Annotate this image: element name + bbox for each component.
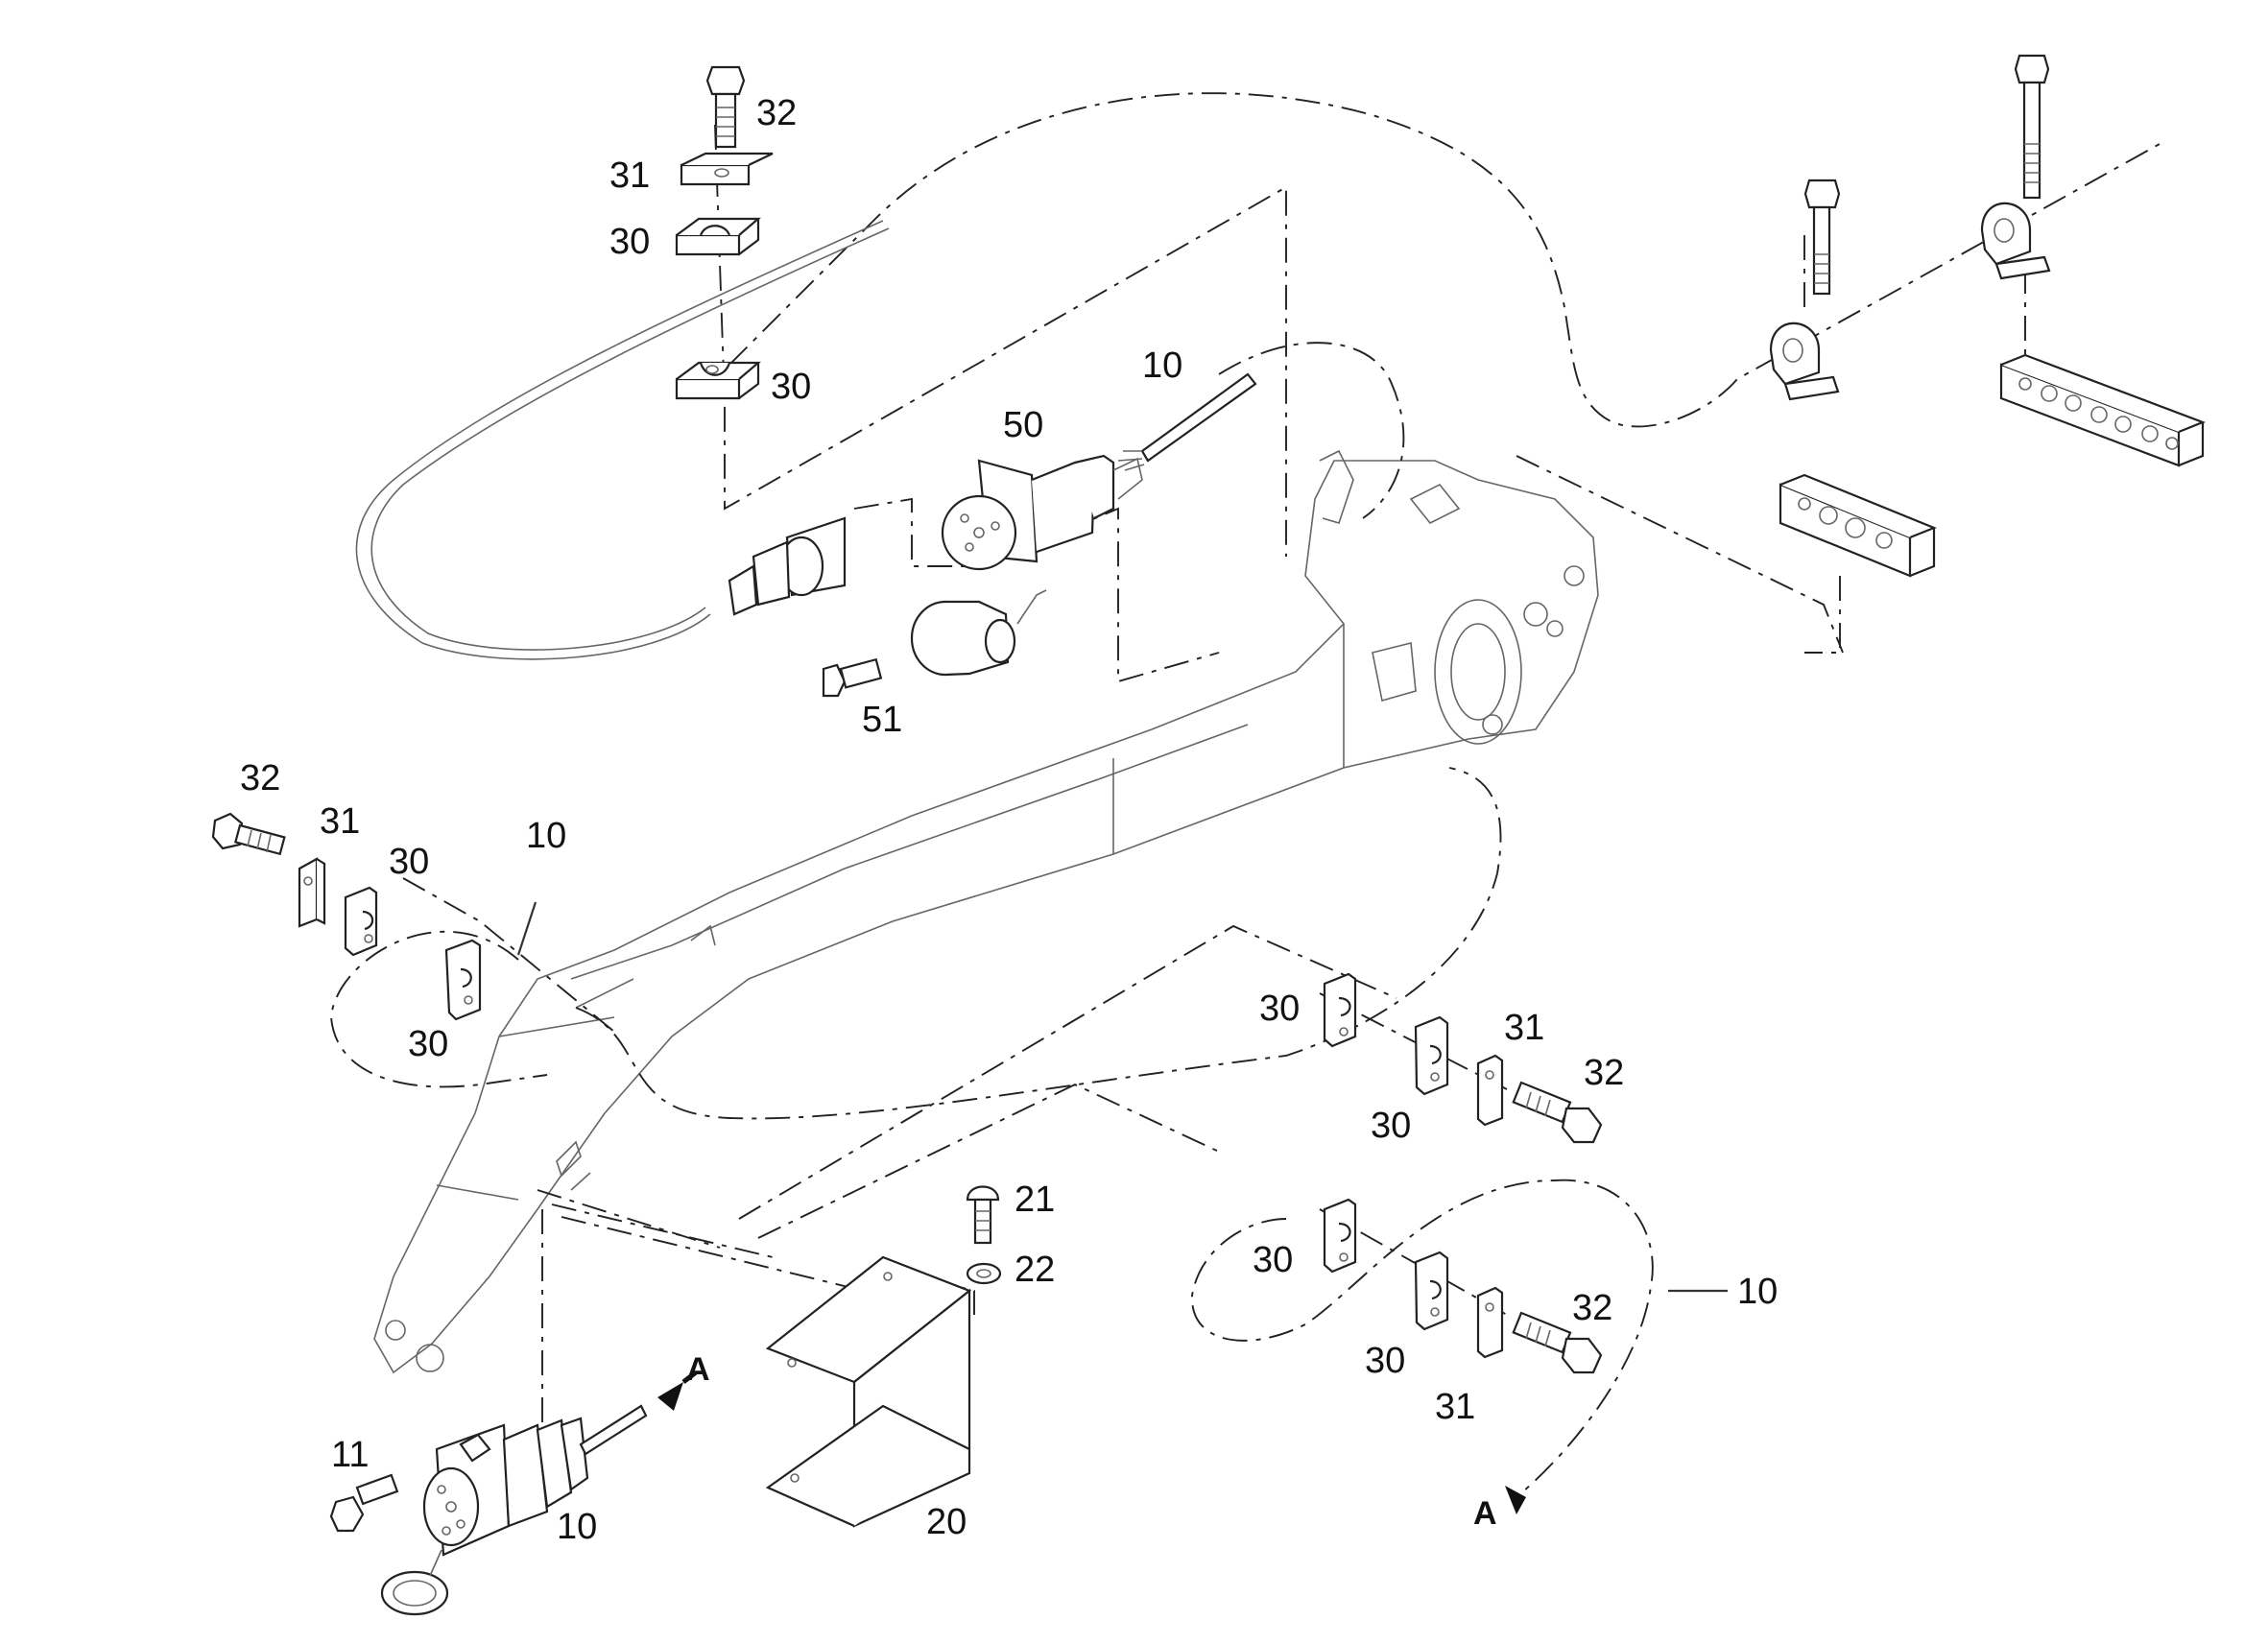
callout-right-clamp-a: 30 xyxy=(1259,989,1300,1029)
guard-washer-icon xyxy=(966,1262,1002,1285)
left-plate-icon xyxy=(298,857,326,928)
right-clamp-b2-icon xyxy=(1414,1251,1449,1331)
clamp-block-upper-icon xyxy=(1999,353,2207,467)
top-clamp-lower-icon xyxy=(675,361,761,400)
callout-socket-cable: 10 xyxy=(557,1507,597,1547)
callout-left-clamp-lower: 30 xyxy=(408,1024,448,1064)
right-clamp-a-icon xyxy=(1323,972,1357,1048)
plug-connector-icon xyxy=(941,454,1143,571)
view-a-label-cable: A xyxy=(1473,1495,1497,1532)
view-a-arrow-cable-icon xyxy=(1505,1486,1526,1514)
socket-cable-icon xyxy=(579,1404,648,1456)
leader-lines xyxy=(516,901,1728,1293)
callout-right-clamp-b2: 30 xyxy=(1365,1341,1405,1381)
clamp-bracket-mid-icon xyxy=(1769,179,1841,401)
callout-right-cable: 10 xyxy=(1737,1272,1778,1312)
guard-bolt-icon xyxy=(966,1185,1000,1245)
callout-left-bolt: 32 xyxy=(240,758,280,798)
socket-left-icon xyxy=(728,516,847,616)
callout-left-cable: 10 xyxy=(526,816,566,856)
view-a-label-socket: A xyxy=(686,1351,710,1388)
callout-right-bolt-b: 32 xyxy=(1572,1288,1612,1328)
cable-loop xyxy=(355,220,890,660)
right-clamp-a2-icon xyxy=(1414,1015,1449,1096)
callout-cable-top: 10 xyxy=(1142,345,1182,386)
callout-right-clamp-a2: 30 xyxy=(1371,1106,1411,1146)
callout-left-plate: 31 xyxy=(320,801,360,842)
callout-labels: 32 31 30 30 10 50 51 32 31 30 10 30 30 3… xyxy=(240,93,1778,1547)
callout-guard-washer: 22 xyxy=(1015,1250,1055,1290)
clamp-bracket-right-icon xyxy=(1980,54,2051,280)
top-clamp-stack xyxy=(675,65,774,400)
callout-plug-connector: 50 xyxy=(1003,405,1043,445)
callout-guard-bolt: 21 xyxy=(1015,1179,1055,1220)
cap-screw-icon xyxy=(822,657,883,698)
left-clamp-lower-icon xyxy=(444,939,482,1021)
right-clamp-stack-a xyxy=(1323,972,1603,1144)
clamp-block-lower-icon xyxy=(1779,473,1937,578)
callout-right-clamp-b: 30 xyxy=(1253,1240,1293,1280)
callout-top-plate: 31 xyxy=(609,155,650,196)
right-clamp-b-icon xyxy=(1323,1198,1357,1274)
right-bolt-a-icon xyxy=(1512,1081,1603,1144)
socket-screw-icon xyxy=(329,1473,399,1533)
callout-guard: 20 xyxy=(926,1502,967,1542)
right-plate-b-icon xyxy=(1476,1286,1504,1359)
left-clamp-upper-icon xyxy=(344,886,378,957)
callout-cap-screw: 51 xyxy=(862,700,902,740)
guard-icon xyxy=(765,1255,972,1528)
cap-icon xyxy=(910,589,1047,677)
callout-top-bolt: 32 xyxy=(756,93,797,133)
view-a-arrow-socket-icon xyxy=(657,1370,698,1411)
callout-top-clamp-upper: 30 xyxy=(609,222,650,262)
callout-right-bolt-a: 32 xyxy=(1584,1053,1624,1093)
callout-right-plate-a: 31 xyxy=(1504,1008,1544,1048)
top-bolt-icon xyxy=(705,65,746,149)
boom-arm xyxy=(373,449,1599,1374)
callout-right-plate-b: 31 xyxy=(1435,1387,1475,1427)
right-clamp-stack-b xyxy=(1323,1198,1603,1374)
right-plate-a-icon xyxy=(1476,1054,1504,1127)
top-clamp-upper-icon xyxy=(675,217,761,256)
routing-lines xyxy=(330,92,2161,1498)
socket-assembly-icon xyxy=(380,1417,589,1616)
left-clamp-stack xyxy=(211,812,482,1021)
right-bolt-b-icon xyxy=(1512,1311,1603,1374)
callout-top-clamp-lower: 30 xyxy=(771,367,811,407)
callout-socket-screw: 11 xyxy=(331,1435,369,1475)
cable-end-top-icon xyxy=(1117,372,1257,471)
top-plate-icon xyxy=(680,152,774,186)
callout-left-clamp-upper: 30 xyxy=(389,842,429,882)
left-bolt-icon xyxy=(211,812,286,856)
